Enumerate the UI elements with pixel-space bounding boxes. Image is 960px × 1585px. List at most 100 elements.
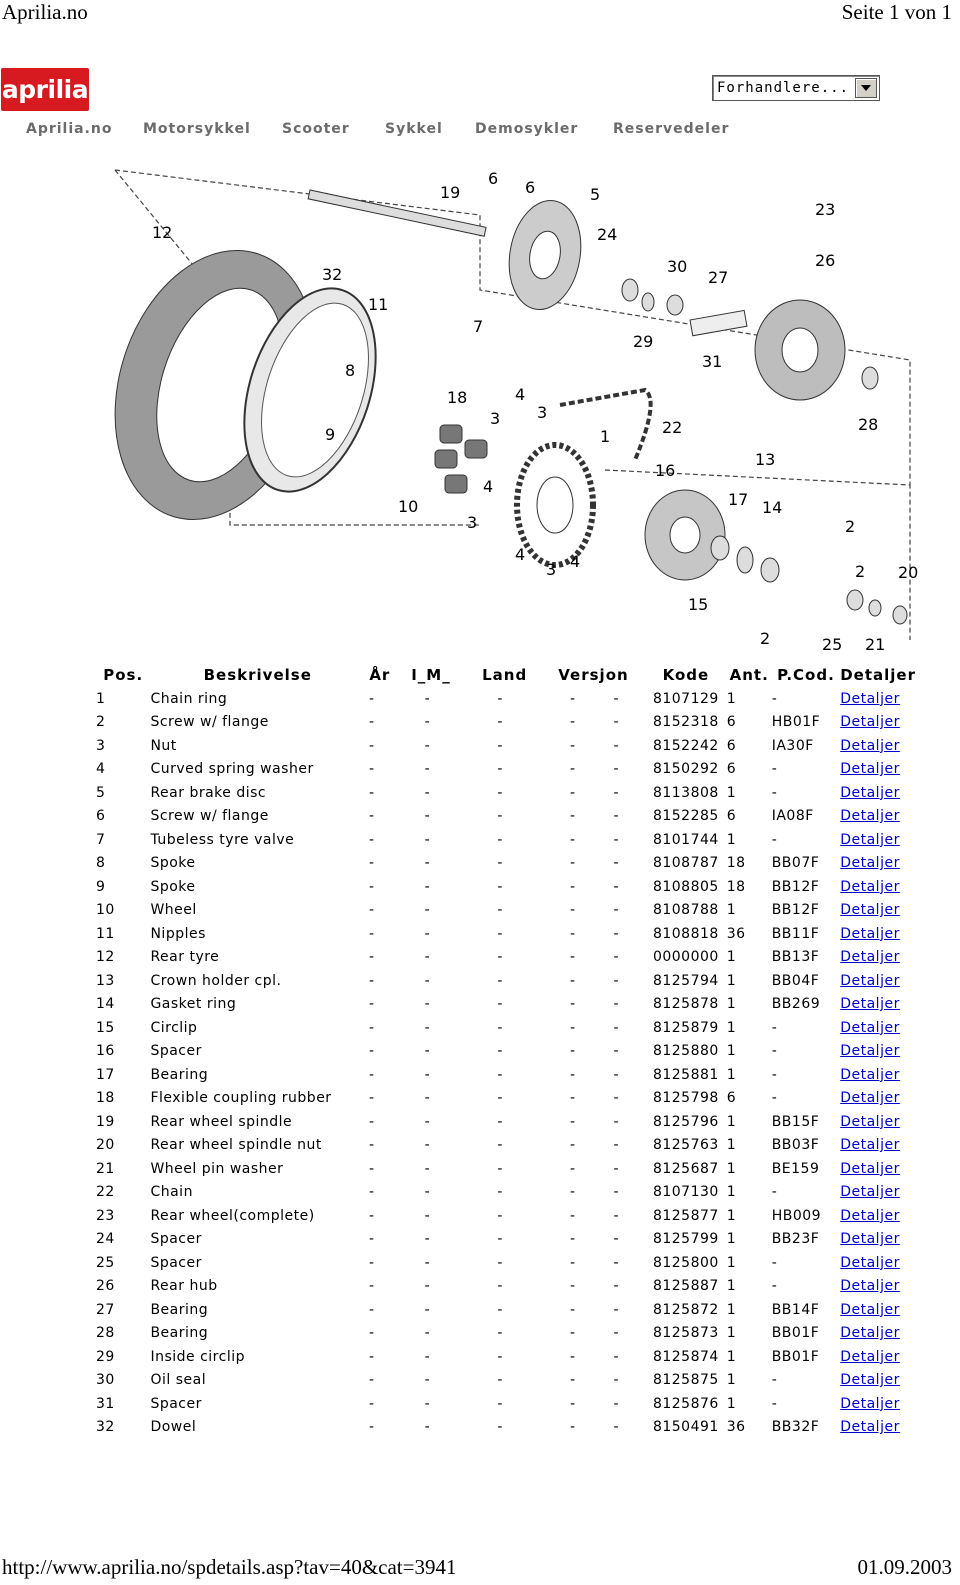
part-land: - [497,878,503,895]
part-versjon-2: - [613,1231,620,1248]
detaljer-link[interactable]: Detaljer [840,1372,900,1389]
nav-item-aprilia[interactable]: Aprilia.no [26,121,113,137]
dealer-select[interactable]: Forhandlere... [712,75,880,101]
detaljer-link[interactable]: Detaljer [840,902,900,919]
detaljer-link[interactable]: Detaljer [840,1043,900,1060]
part-land: - [497,1043,503,1060]
detaljer-link[interactable]: Detaljer [840,855,900,872]
part-pcod: IA08F [771,808,814,825]
detaljer-link[interactable]: Detaljer [840,761,900,778]
aprilia-logo[interactable]: aprilia [1,68,89,111]
part-ar: - [369,1231,375,1248]
detaljer-link[interactable]: Detaljer [840,690,900,707]
part-detaljer-cell: Detaljer [840,1345,916,1369]
part-versjon: - [569,761,576,778]
detaljer-link[interactable]: Detaljer [840,737,900,754]
col-header-land: Land [482,666,528,684]
nav-item-sykkel[interactable]: Sykkel [385,121,443,137]
detaljer-link[interactable]: Detaljer [840,972,900,989]
part-im: - [424,1019,431,1036]
detaljer-link[interactable]: Detaljer [840,1348,900,1365]
part-land: - [497,1231,503,1248]
part-ant: 1 [726,1301,737,1318]
detaljer-link[interactable]: Detaljer [840,1301,900,1318]
part-description: Tubeless tyre valve [150,831,295,848]
part-im: - [424,1372,431,1389]
part-im: - [424,996,431,1013]
part-versjon: - [569,1419,576,1436]
detaljer-link[interactable]: Detaljer [840,808,900,825]
detaljer-link[interactable]: Detaljer [840,1231,900,1248]
part-versjon: - [569,737,576,754]
part-pos: 11 [96,925,115,942]
part-versjon-2: - [613,737,620,754]
part-pcod: - [771,1278,778,1295]
detaljer-link[interactable]: Detaljer [840,1395,900,1412]
part-pos: 16 [96,1043,115,1060]
part-detaljer-cell: Detaljer [840,781,916,805]
detaljer-link[interactable]: Detaljer [840,1207,900,1224]
detaljer-link[interactable]: Detaljer [840,1184,900,1201]
detaljer-link[interactable]: Detaljer [840,1066,900,1083]
callout: 4 [515,545,525,564]
callout: 12 [152,223,172,242]
detaljer-link[interactable]: Detaljer [840,1160,900,1177]
part-ant: 1 [726,1254,737,1271]
sprocket-drawing [514,442,596,568]
nav-item-motorsykkel[interactable]: Motorsykkel [143,121,251,137]
part-ar: - [369,1184,375,1201]
nav-item-reservedeler[interactable]: Reservedeler [613,121,730,137]
part-pcod: - [771,784,778,801]
part-detaljer-cell: Detaljer [840,1392,916,1416]
part-versjon: - [569,1348,576,1365]
detaljer-link[interactable]: Detaljer [840,714,900,731]
chevron-down-icon[interactable] [855,78,877,98]
detaljer-link[interactable]: Detaljer [840,1113,900,1130]
callout: 2 [760,629,770,648]
part-kode: 8125798 [652,1090,719,1107]
detaljer-link[interactable]: Detaljer [840,1419,900,1436]
part-pos: 12 [96,949,115,966]
detaljer-link[interactable]: Detaljer [840,1137,900,1154]
part-kode: 8125800 [652,1254,719,1271]
detaljer-link[interactable]: Detaljer [840,1325,900,1342]
nav-item-demosykler[interactable]: Demosykler [475,121,579,137]
detaljer-link[interactable]: Detaljer [840,949,900,966]
part-ar: - [369,808,375,825]
axle-drawing [307,189,487,237]
detaljer-link[interactable]: Detaljer [840,1090,900,1107]
detaljer-link[interactable]: Detaljer [840,878,900,895]
part-detaljer-cell: Detaljer [840,875,916,899]
part-im: - [424,1254,431,1271]
part-versjon-2: - [613,761,620,778]
detaljer-link[interactable]: Detaljer [840,996,900,1013]
detaljer-link[interactable]: Detaljer [840,925,900,942]
part-versjon-2: - [613,1348,620,1365]
part-ant: 1 [726,784,737,801]
part-detaljer-cell: Detaljer [840,852,916,876]
detaljer-link[interactable]: Detaljer [840,831,900,848]
part-kode: 8107130 [652,1184,719,1201]
part-pos: 21 [96,1160,115,1177]
part-pcod: BB12F [771,902,820,919]
part-im: - [424,878,431,895]
callout: 19 [440,183,460,202]
detaljer-link[interactable]: Detaljer [840,1019,900,1036]
part-pcod: BE159 [771,1160,820,1177]
part-kode: 8108788 [652,902,719,919]
detaljer-link[interactable]: Detaljer [840,1278,900,1295]
callout: 20 [898,563,918,582]
detaljer-link[interactable]: Detaljer [840,784,900,801]
part-ant: 1 [726,1395,737,1412]
part-detaljer-cell: Detaljer [840,1322,916,1346]
col-header-ar: År [369,666,391,684]
detaljer-link[interactable]: Detaljer [840,1254,900,1271]
nav-item-scooter[interactable]: Scooter [282,121,350,137]
